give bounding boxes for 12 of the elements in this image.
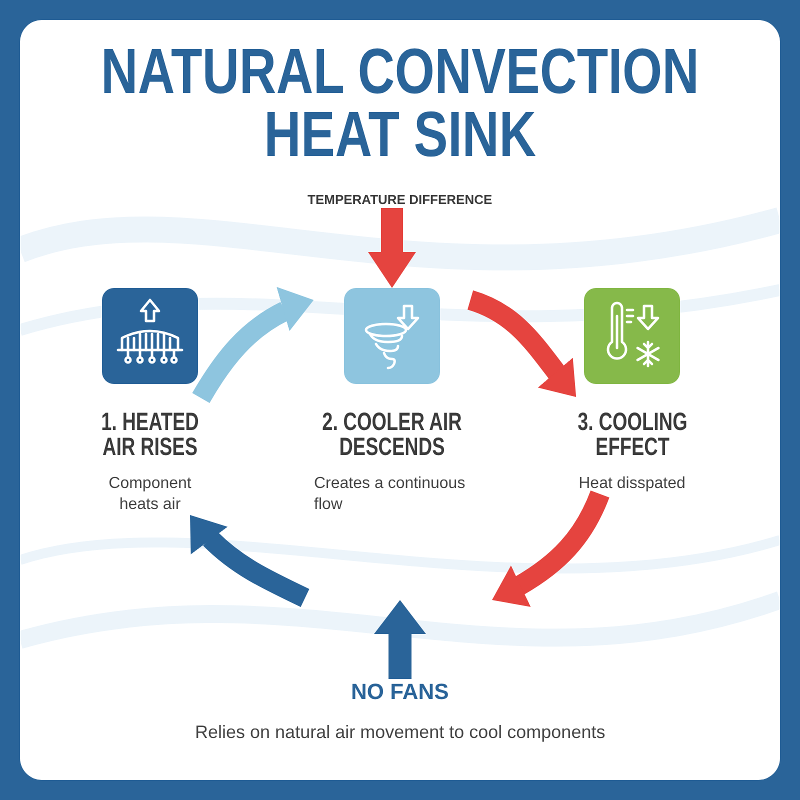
step-description: Heat disspated <box>578 474 686 494</box>
block-arrow <box>368 208 416 288</box>
annotation-text: NO FANS <box>351 679 449 705</box>
step-description: Creates a continuous flow <box>314 474 466 515</box>
annotation-text: TEMPERATURE DIFFERENCE <box>308 192 492 208</box>
step-heading: 1. HEATED AIR RISES <box>100 410 200 460</box>
step-heading: 3. COOLING EFFECT <box>576 410 688 460</box>
step-heading: 2. COOLER AIR DESCENDS <box>321 410 463 460</box>
caption: Relies on natural air movement to cool components <box>195 721 606 743</box>
title: NATURAL CONVECTION HEAT SINK <box>100 40 700 166</box>
block-arrow <box>374 600 426 679</box>
step-description: Component heats air <box>108 474 192 515</box>
